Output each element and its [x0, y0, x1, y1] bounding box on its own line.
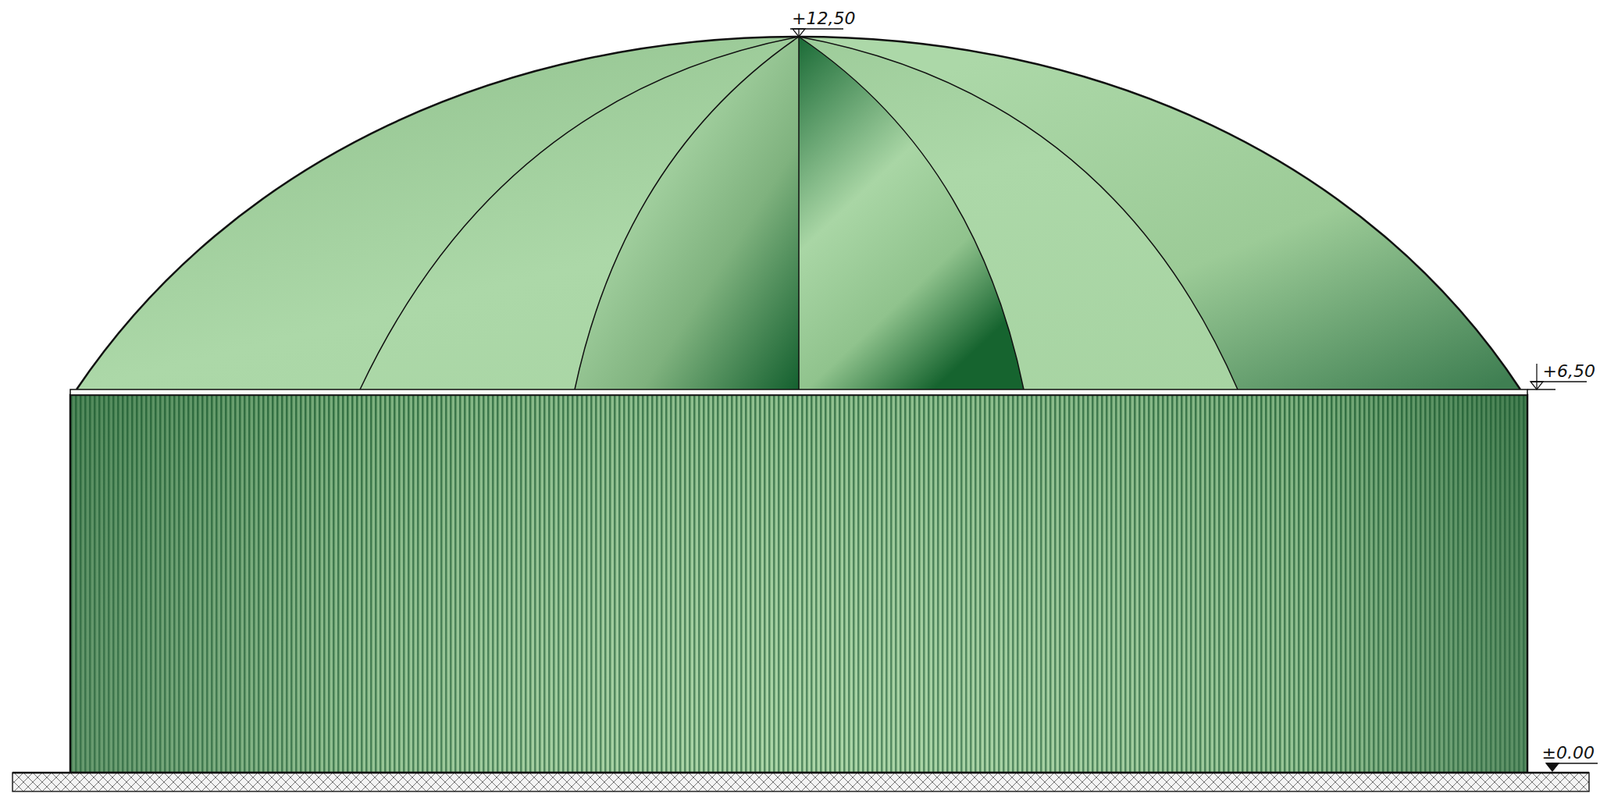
wall-outline [70, 395, 1528, 774]
tank-wall [70, 395, 1528, 774]
ground-line [12, 772, 1590, 775]
wall-shade [70, 395, 1528, 774]
dome [76, 36, 1521, 390]
dome-segment [574, 36, 799, 390]
dome-outline [76, 36, 1521, 390]
dome-segment [798, 36, 1024, 390]
dome-ribs [359, 36, 1238, 390]
dome-segment [798, 36, 1521, 390]
level-mark-text: +12,50 [790, 9, 857, 29]
wall-shade [70, 395, 1528, 774]
level-mark-text: ±0.00 [1540, 744, 1597, 763]
wall-cap [70, 389, 1528, 396]
ground-hatch [12, 773, 1590, 792]
level-mark-text: +6,50 [1541, 362, 1597, 382]
